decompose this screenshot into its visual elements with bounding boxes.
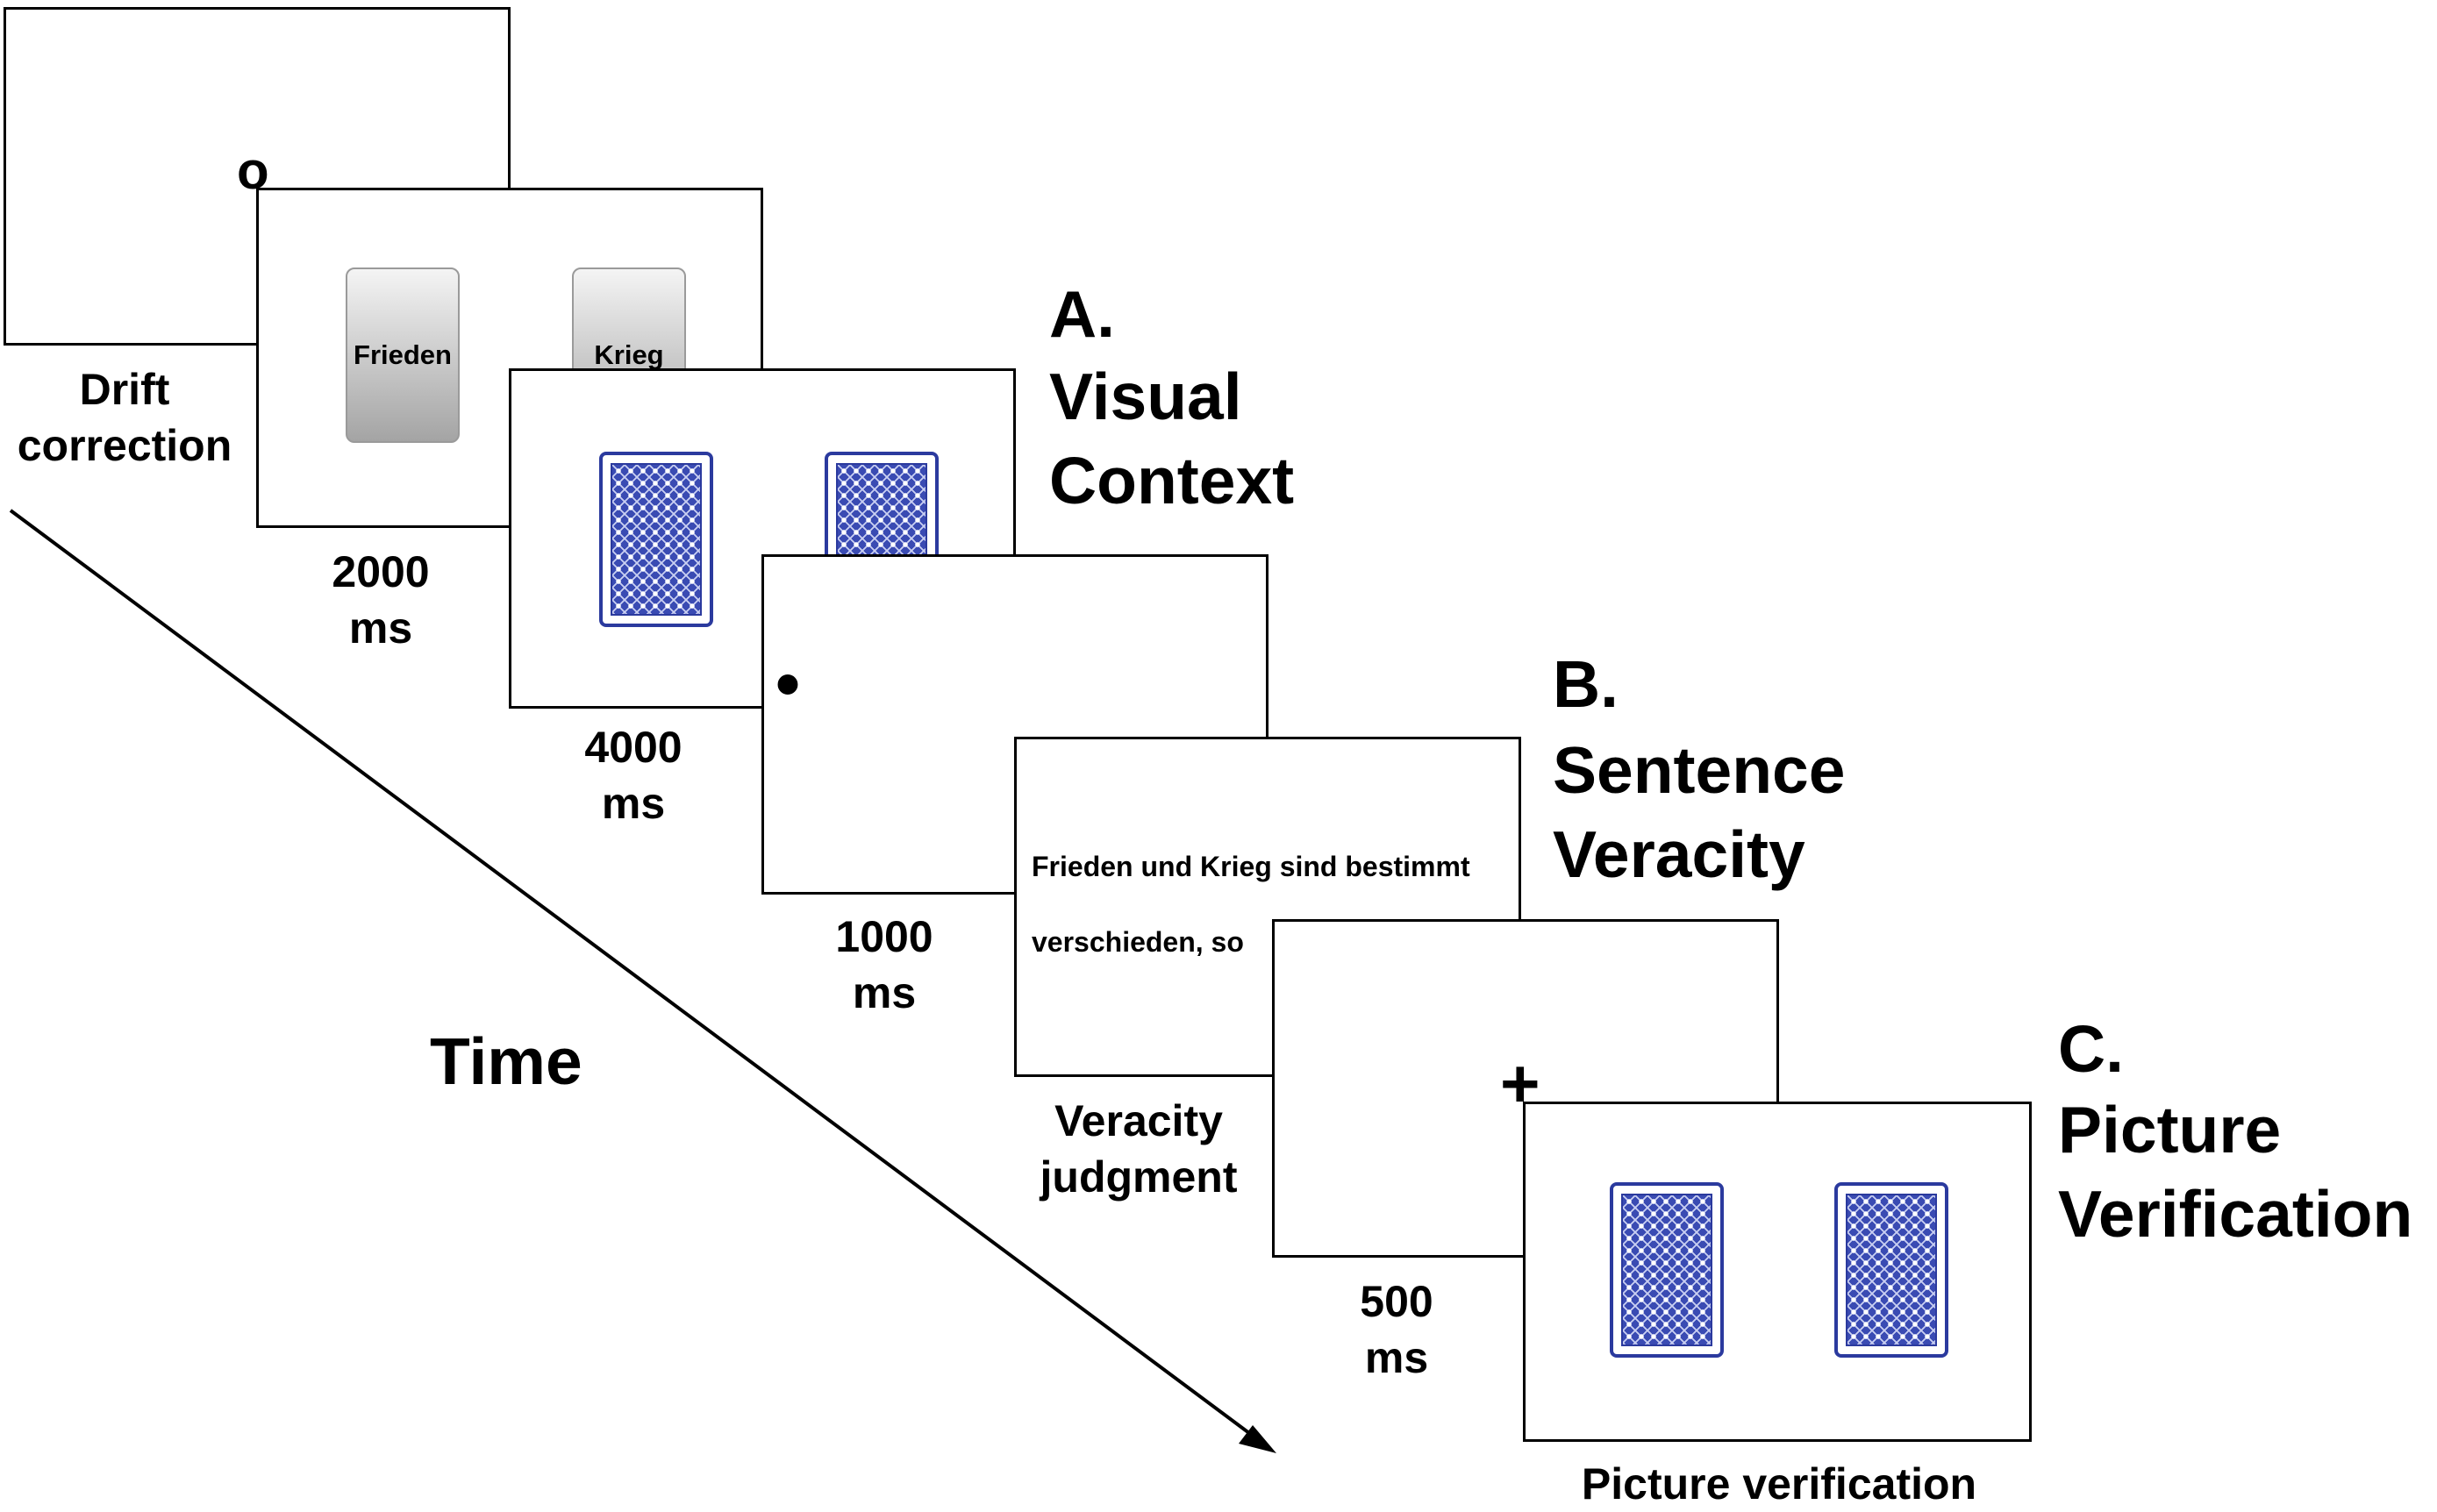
word-frieden: Frieden (354, 339, 452, 370)
sentence-line-1: Frieden und Krieg sind bestimmt (1032, 851, 1470, 882)
heading-a-letter: A. (1049, 277, 1115, 351)
time-label: Time (430, 1024, 582, 1098)
duration-2000: 2000 ms (332, 547, 430, 653)
verification-card-right (1834, 1182, 1948, 1358)
heading-a-line2: Context (1049, 444, 1295, 517)
picture-verification-label: Picture verification (1581, 1459, 1977, 1508)
playing-card-left (599, 452, 713, 627)
word-box-frieden: Frieden (346, 267, 460, 443)
heading-b-line2: Veracity (1553, 817, 1805, 891)
drift-correction-label: Drift correction (17, 365, 232, 470)
sentence-line-2: verschieden, so (1032, 926, 1244, 958)
veracity-judgment-label: Veracity judgment (1040, 1096, 1238, 1202)
duration-500: 500 ms (1360, 1277, 1433, 1382)
duration-1000: 1000 ms (835, 912, 933, 1017)
heading-c-line1: Picture (2058, 1093, 2282, 1166)
word-krieg: Krieg (594, 339, 664, 370)
heading-b-line1: Sentence (1553, 733, 1846, 807)
heading-c-line2: Verification (2058, 1177, 2413, 1251)
duration-4000: 4000 ms (584, 723, 683, 828)
fixation-dot: • (775, 645, 801, 723)
heading-c-letter: C. (2058, 1012, 2124, 1086)
heading-b-letter: B. (1553, 647, 1619, 721)
picture-verification-screen (1523, 1102, 2032, 1442)
verification-card-left (1610, 1182, 1724, 1358)
heading-a-line1: Visual (1049, 360, 1242, 433)
